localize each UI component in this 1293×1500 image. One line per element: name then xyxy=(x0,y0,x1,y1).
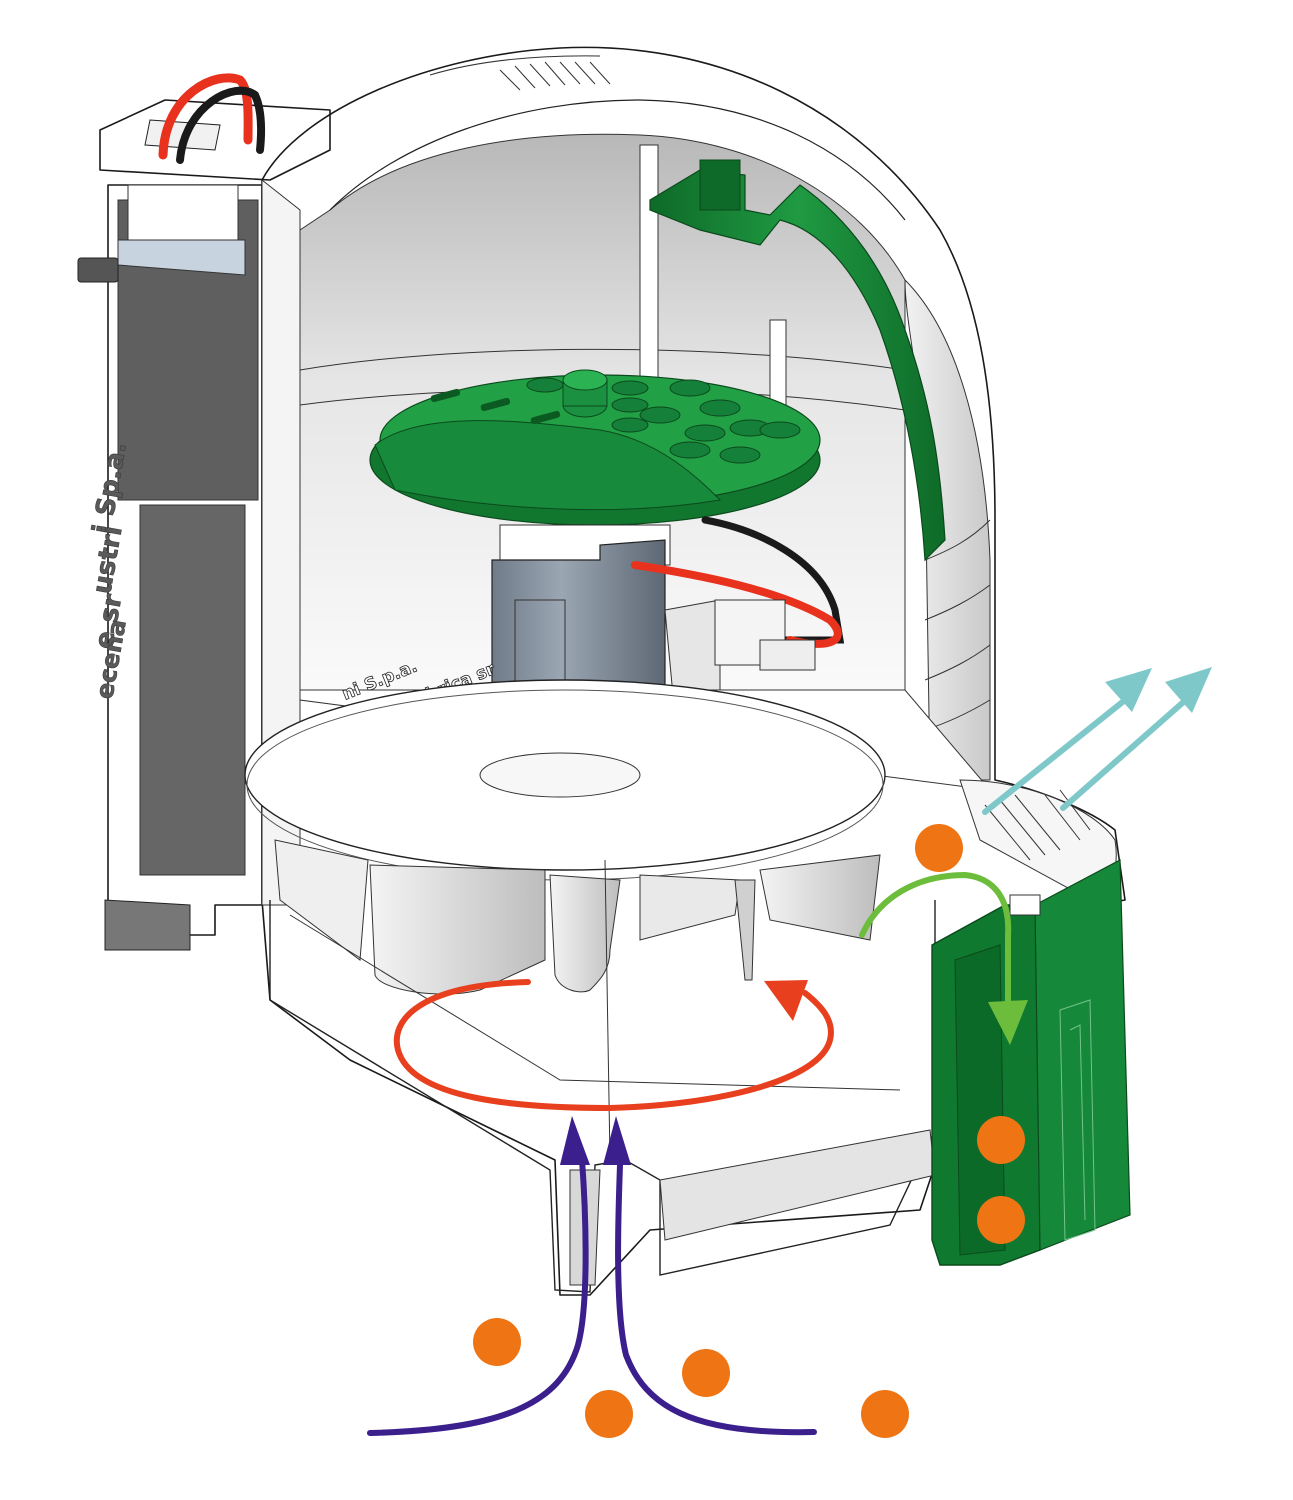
exhaust-arrow-1 xyxy=(982,668,1152,815)
disc-slots xyxy=(430,388,561,425)
dome-top-vents xyxy=(499,61,611,91)
disc-holes xyxy=(526,377,801,464)
particle-outside xyxy=(682,1349,730,1397)
battery-embossed-text: i Sp.a. ustri e sr ecena xyxy=(87,440,133,702)
exhaust-2-arrowhead-icon xyxy=(1165,667,1212,713)
collection-cartridge xyxy=(931,859,1131,1266)
motor-wire-red xyxy=(631,561,842,648)
particle-outside xyxy=(861,1390,909,1438)
perforated-disc xyxy=(369,369,821,526)
particle-outside xyxy=(473,1318,521,1366)
intake-arrow-right xyxy=(603,1116,817,1436)
emboss-line-2: ustri xyxy=(87,524,128,596)
motor-wire-black xyxy=(701,516,845,644)
battery-wire-black xyxy=(176,86,266,164)
particles xyxy=(473,824,1025,1438)
fan-blades xyxy=(274,839,881,995)
capture-arrow xyxy=(859,871,1028,1045)
exhaust-arrow-2 xyxy=(1060,667,1212,811)
top-green-clip xyxy=(649,159,946,562)
particle-in-transit xyxy=(915,824,963,872)
rotation-arrow xyxy=(393,979,834,1112)
rotation-arrowhead-icon xyxy=(764,980,808,1021)
particle-captured xyxy=(977,1116,1025,1164)
particle-captured xyxy=(977,1196,1025,1244)
intake-left-arrowhead-icon xyxy=(560,1116,590,1165)
exhaust-1-arrowhead-icon xyxy=(1105,668,1152,712)
battery-wire-red xyxy=(158,73,253,160)
capture-arrowhead-icon xyxy=(988,1000,1028,1045)
particle-outside xyxy=(585,1390,633,1438)
vent-slots xyxy=(984,789,1091,861)
fan-impeller xyxy=(244,679,886,995)
intake-arrow-left xyxy=(367,1116,590,1436)
intake-right-arrowhead-icon xyxy=(603,1116,631,1165)
